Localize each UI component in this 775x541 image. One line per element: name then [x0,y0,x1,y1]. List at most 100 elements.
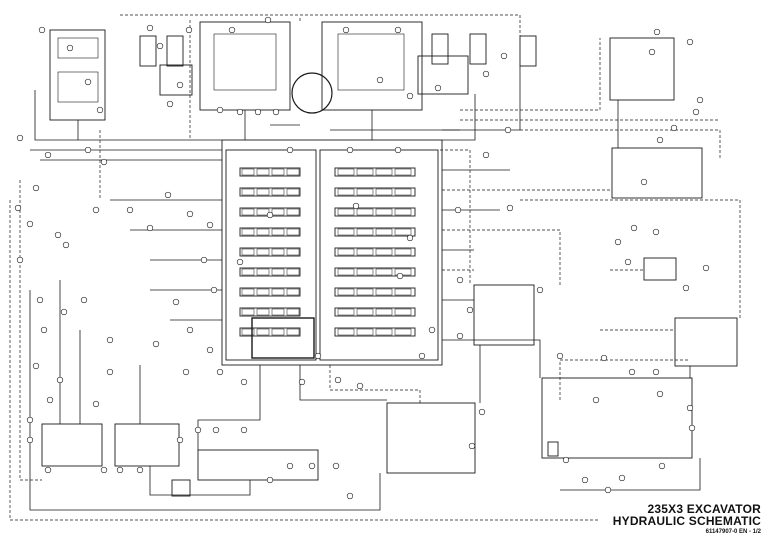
spool-cell [286,228,300,236]
spool-cell [394,308,412,316]
callout-circle [164,191,172,199]
swing-motor-symbol [291,72,333,114]
spool-section-right [334,247,416,257]
spool-section-left [239,247,301,257]
callout-circle [562,456,570,464]
callout-circle [38,26,46,34]
spool-cell [356,188,374,196]
callout-circle [84,146,92,154]
spool-section-right [334,307,416,317]
spool-cell [375,208,393,216]
component-blocks [41,21,738,497]
spool-cell [337,268,355,276]
callout-circle [32,184,40,192]
spool-cell [286,288,300,296]
callout-circle [653,28,661,36]
callout-circle [356,382,364,390]
callout-circle [206,221,214,229]
callout-circle [376,76,384,84]
callout-circle [100,158,108,166]
callout-circle [44,466,52,474]
callout-circle [266,476,274,484]
pilot-line [442,229,561,285]
spool-cell [356,288,374,296]
callout-circle [106,336,114,344]
callout-circle [100,466,108,474]
spool-cell [256,268,270,276]
spool-cell [394,168,412,176]
callout-circle [116,466,124,474]
spool-cell [256,308,270,316]
hydraulic-line [442,339,541,378]
bottom-left-module-2 [114,423,180,467]
callout-circle [394,146,402,154]
callout-circle [396,272,404,280]
motor-symbol-m [547,441,559,457]
spool-cell [286,248,300,256]
callout-circle [240,426,248,434]
callout-circle [84,78,92,86]
callout-circle [66,44,74,52]
bottom-center-valve [197,449,319,481]
callout-circle [228,26,236,34]
callout-circle [206,346,214,354]
spool-cell [356,208,374,216]
pump-unit-bottom [57,71,99,103]
spool-cell [375,268,393,276]
pilot-line [559,359,690,400]
callout-circle [240,378,248,386]
callout-circle [342,26,350,34]
spool-cell [375,228,393,236]
callout-circle [200,256,208,264]
callout-circle [670,124,678,132]
spool-section-left [239,267,301,277]
spool-cell [271,288,285,296]
callout-circle [332,462,340,470]
callout-circle [456,276,464,284]
spool-cell [394,188,412,196]
callout-circle [624,258,632,266]
hydraulic-cylinder [469,33,487,65]
callout-circle [216,368,224,376]
spool-cell [256,228,270,236]
callout-circle [406,234,414,242]
callout-circle [556,352,564,360]
callout-circle [80,296,88,304]
callout-circle [26,220,34,228]
callout-circle [686,404,694,412]
spool-cell [337,208,355,216]
callout-circle [40,326,48,334]
callout-circle [186,326,194,334]
pilot-line [120,14,521,36]
pilot-line [520,129,721,160]
callout-circle [152,340,160,348]
spool-cell [271,308,285,316]
callout-circle [16,256,24,264]
spool-cell [394,328,412,336]
callout-circle [468,442,476,450]
option-valve-block-top [609,37,675,101]
callout-circle [46,396,54,404]
spool-cell [375,288,393,296]
callout-circle [628,368,636,376]
callout-circle [92,206,100,214]
callout-circle [592,396,600,404]
spool-cell [271,248,285,256]
callout-circle [314,352,322,360]
callout-circle [618,474,626,482]
pilot-line [460,38,601,111]
callout-circle [54,231,62,239]
callout-circle [60,308,68,316]
callout-circle [56,376,64,384]
top-right-valve-core [337,33,405,91]
spool-cell [337,328,355,336]
callout-circle [630,224,638,232]
spool-cell [271,168,285,176]
hydraulic-line [197,365,261,450]
top-left-valve-block [199,21,291,111]
diagram-subtitle: HYDRAULIC SCHEMATIC [612,514,761,529]
diagram-title: 235X3 EXCAVATOR [647,501,761,516]
spool-cell [394,268,412,276]
spool-section-right [334,227,416,237]
